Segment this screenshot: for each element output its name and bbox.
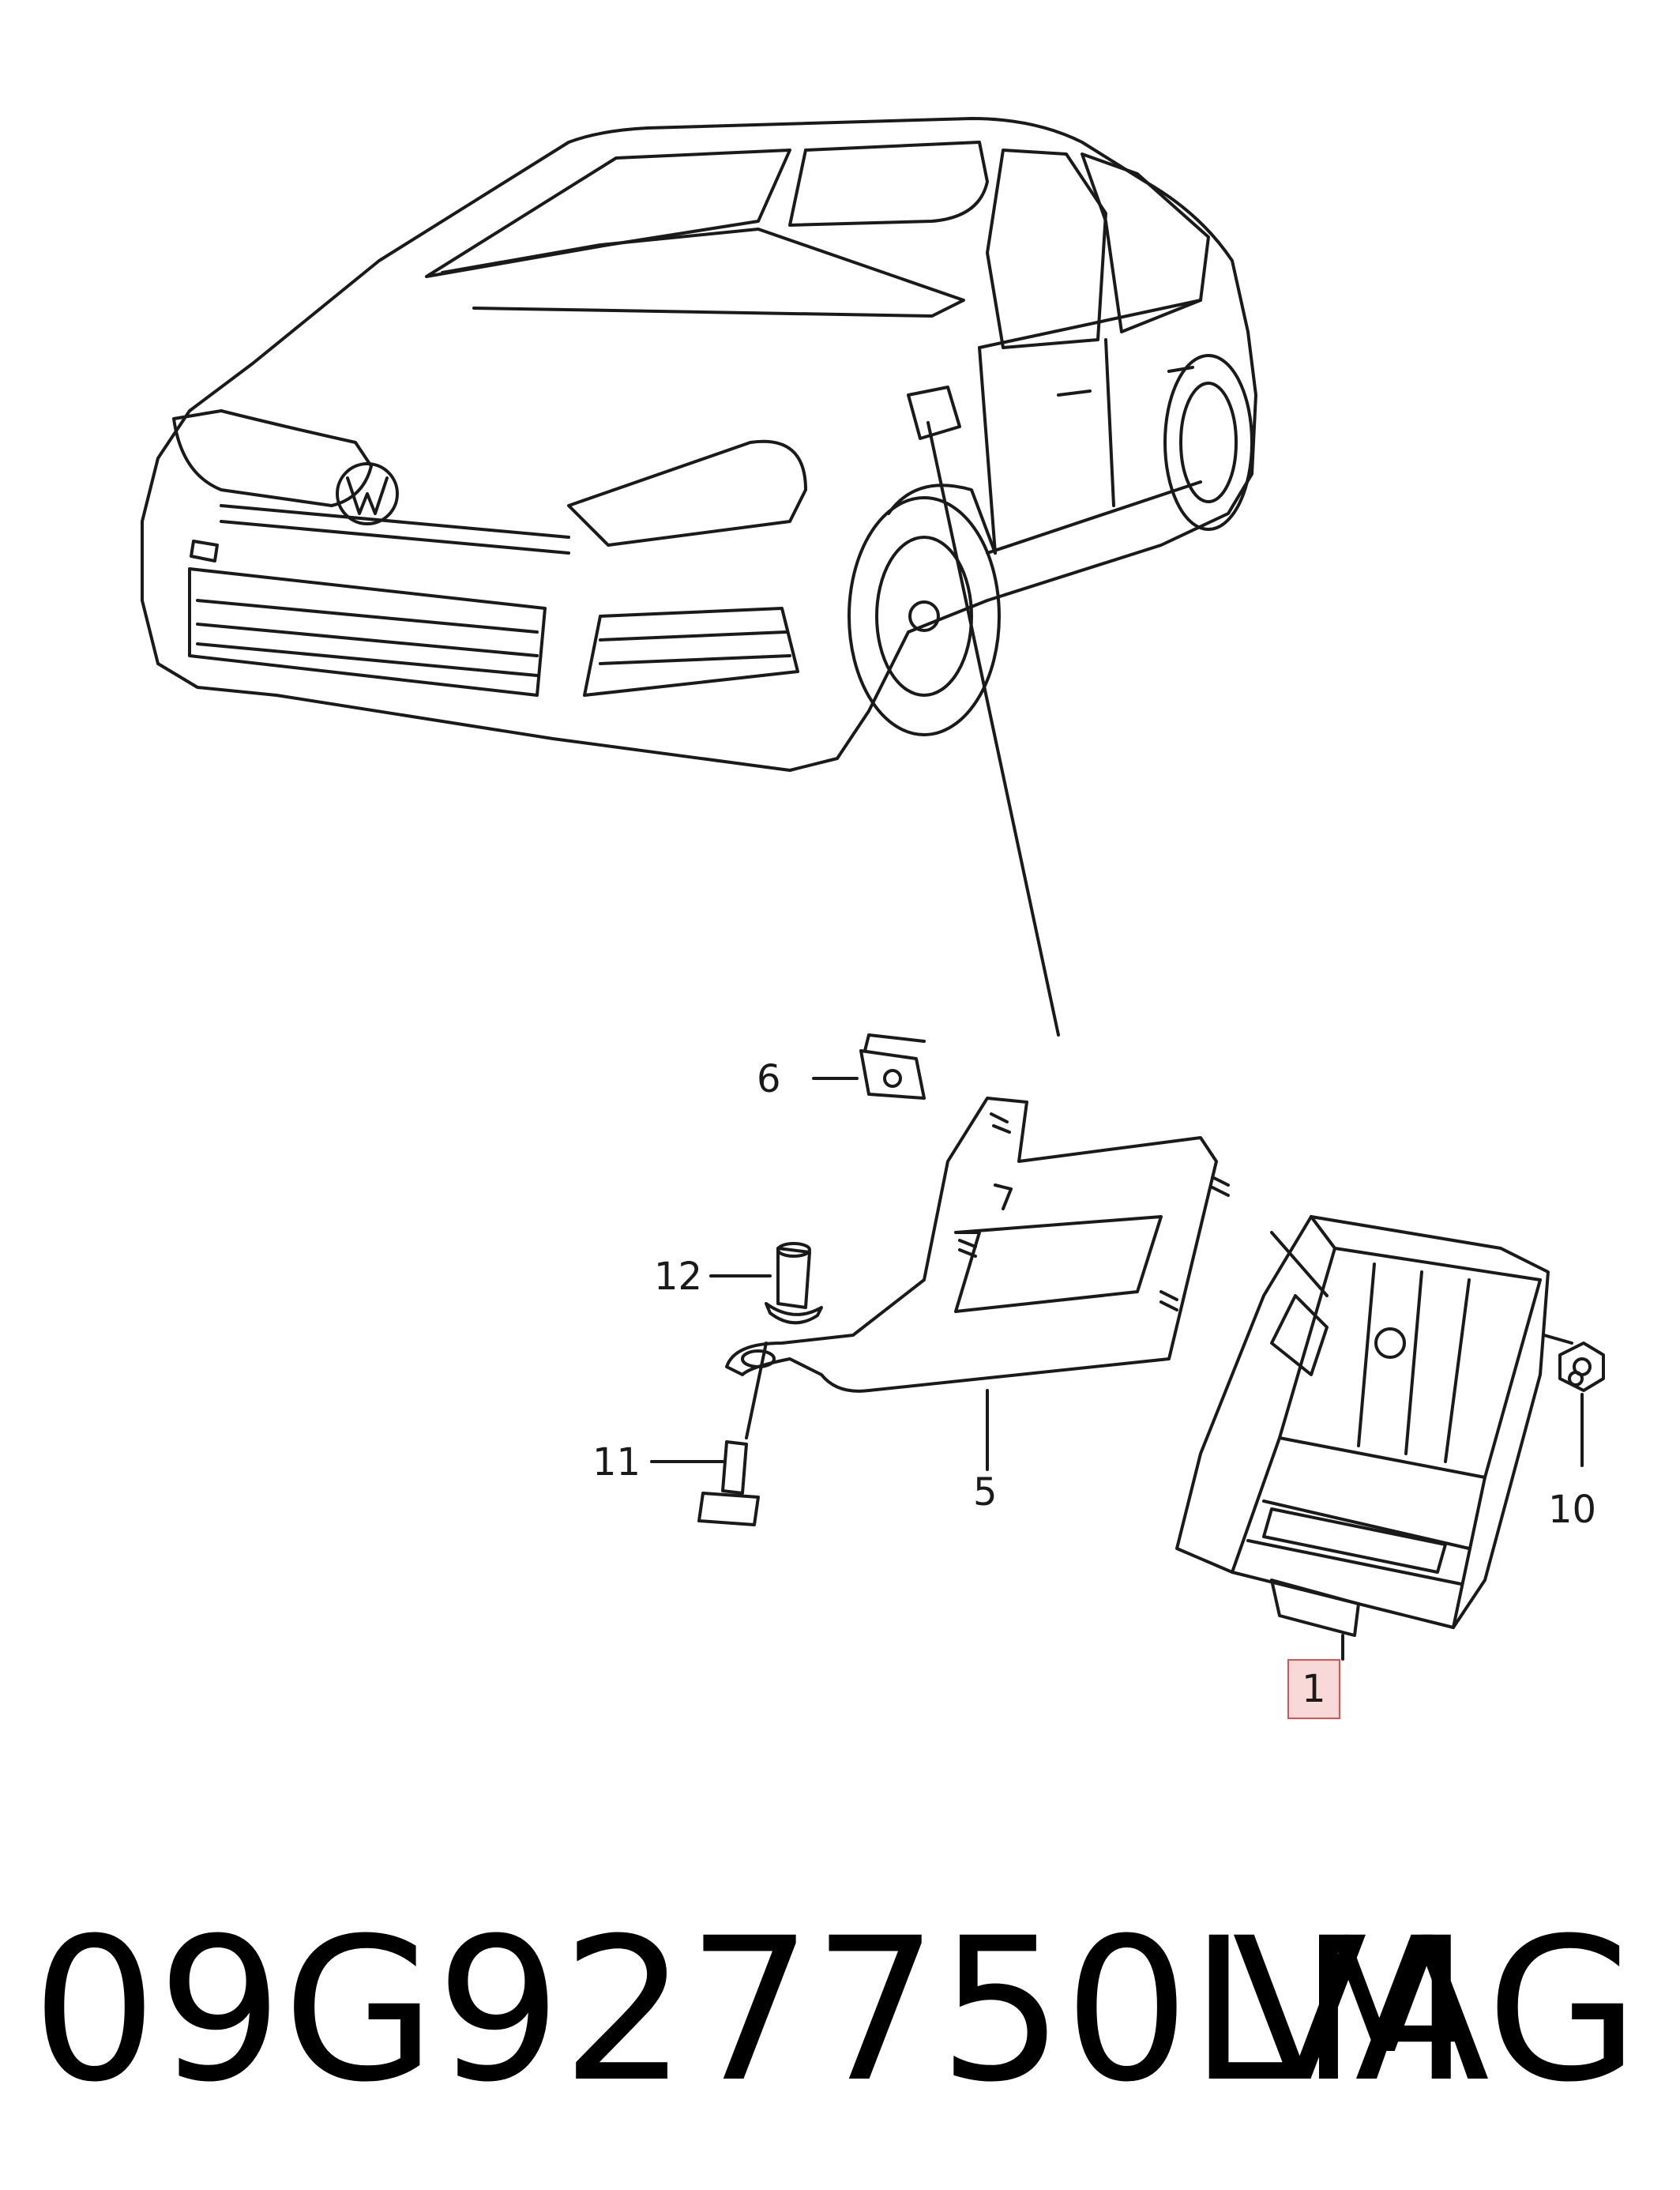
car-body-outline xyxy=(141,117,1257,772)
fog-light xyxy=(583,607,799,697)
hood-line xyxy=(441,228,965,318)
windshield xyxy=(425,149,791,278)
callout-6[interactable]: 6 xyxy=(757,1057,781,1101)
callout-11[interactable]: 11 xyxy=(592,1440,641,1484)
side-mirror xyxy=(907,386,961,440)
part-bolt-11 xyxy=(650,1440,760,1526)
right-headlight xyxy=(567,439,807,547)
brand-name: VAG xyxy=(1232,1895,1640,2125)
part-rivet-nut-12 xyxy=(709,1242,823,1439)
leader-line xyxy=(926,421,1060,1037)
part-control-unit-1 xyxy=(1175,1215,1605,1661)
left-headlight xyxy=(172,409,373,507)
front-window xyxy=(788,141,989,227)
callout-12[interactable]: 12 xyxy=(654,1255,703,1299)
part-number: 09G927750LM xyxy=(32,1895,1471,2125)
rear-wheel xyxy=(1163,354,1253,531)
callout-5[interactable]: 5 xyxy=(973,1470,998,1515)
lower-grille xyxy=(188,567,547,697)
car-illustration xyxy=(141,117,1257,772)
callout-1[interactable]: 1 xyxy=(1287,1659,1340,1719)
part-nut-10 xyxy=(1558,1341,1605,1392)
callout-10[interactable]: 10 xyxy=(1548,1488,1597,1532)
part-clip-6 xyxy=(812,1033,926,1100)
part-bracket-5 xyxy=(725,1097,1230,1471)
side-window-front xyxy=(986,149,1107,349)
front-wheel xyxy=(848,496,1001,736)
vw-logo-icon xyxy=(336,462,399,525)
